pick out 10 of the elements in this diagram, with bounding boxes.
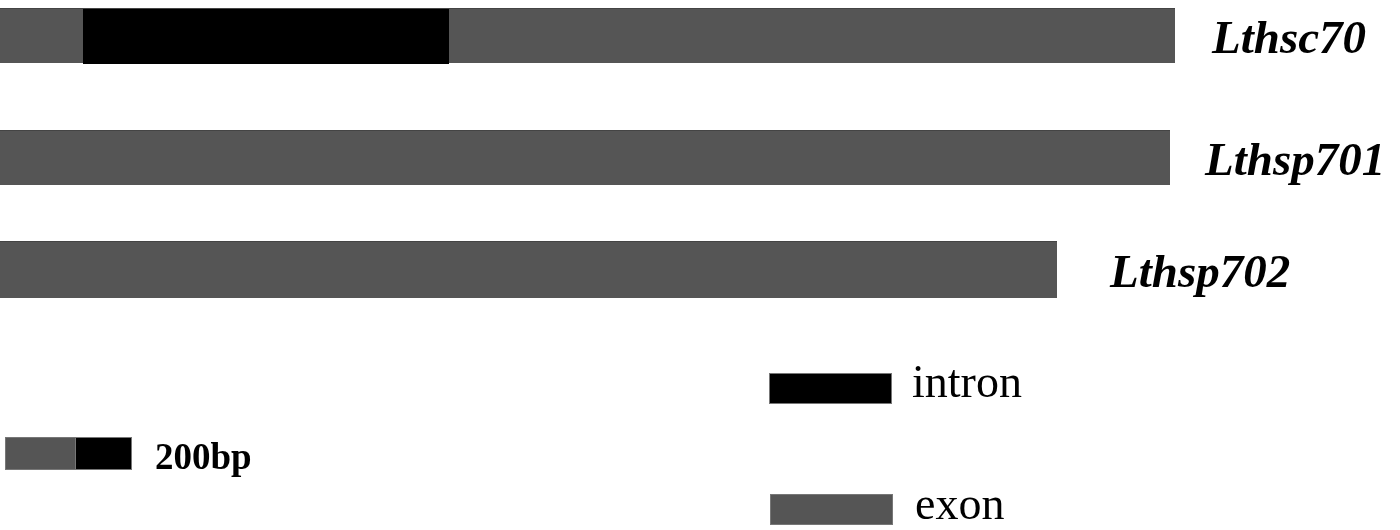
intron-segment	[83, 9, 449, 64]
legend-label: intron	[912, 359, 1022, 405]
gene-bar	[0, 130, 1170, 185]
gene-name: Lthsp702	[1110, 248, 1291, 295]
gene-name: Lthsp701	[1205, 136, 1386, 183]
gene-name: Lthsc70	[1212, 14, 1367, 61]
gene-bar	[0, 8, 1175, 63]
legend-label: exon	[915, 481, 1005, 527]
gene-bar	[0, 241, 1057, 298]
scale-label: 200bp	[155, 438, 252, 475]
